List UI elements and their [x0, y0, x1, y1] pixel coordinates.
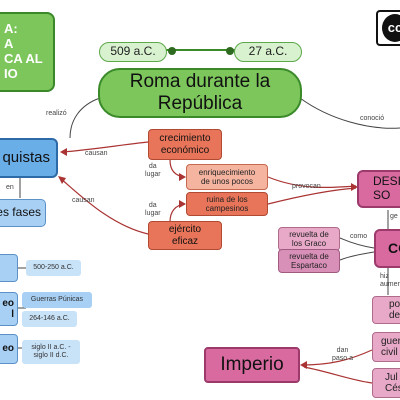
label-como: como: [350, 233, 368, 240]
ruina-node: ruina de los campesinos: [186, 192, 268, 216]
arrowhead-causan-bottom: [58, 176, 66, 184]
julio-cesar-node: Jul Cés: [372, 368, 400, 398]
cc-icon: cc: [382, 14, 400, 42]
crecimiento-node: crecimiento económico: [148, 129, 222, 160]
label-dalugar-bottom: da lugar: [145, 202, 161, 217]
title-box: A: A CA AL IO: [0, 12, 55, 92]
link-dalugar-bottom: [169, 203, 186, 223]
desigualdades-node: DESI SO: [357, 170, 400, 208]
arrowhead-provocan: [351, 183, 358, 191]
phase-3-date: siglo II a.C. - siglo II d.C.: [22, 340, 80, 364]
revuelta-gracos-node: revuelta de los Graco: [278, 227, 340, 251]
conquistas-node: quistas: [0, 138, 58, 178]
revuelta-espartaco-node: revuelta de Espartaco: [278, 249, 340, 273]
label-realizo: realizó: [46, 110, 67, 117]
phase-2-date: 264-146 a.C.: [22, 311, 77, 327]
imperio-node: Imperio: [204, 347, 300, 383]
label-causan-top: causan: [85, 150, 108, 157]
fases-node: es fases: [0, 199, 46, 227]
link-provocan-1: [267, 176, 357, 189]
link-conocio: [299, 97, 400, 129]
link-como: [339, 237, 375, 249]
title-line-4: IO: [4, 65, 18, 81]
link-dan-paso: [301, 349, 373, 366]
title-line-3: CA AL: [4, 51, 43, 66]
phase-1-node: [0, 254, 18, 282]
phase-2-event: Guerras Púnicas: [22, 292, 92, 308]
cc-badge: cc: [376, 10, 400, 46]
arrowhead-causan-top: [60, 148, 67, 156]
ejercito-node: ejército eficaz: [148, 221, 222, 250]
phase-3-node: eo: [0, 334, 18, 364]
central-topic: Roma durante la República: [98, 68, 302, 118]
label-causan-bottom: causan: [72, 197, 95, 204]
link-como-2: [339, 251, 375, 261]
poder-node: po de: [372, 296, 400, 324]
link-dan-paso-2: [303, 366, 373, 384]
label-dan-paso: dan paso a: [332, 347, 354, 362]
link-causan-top: [61, 141, 149, 153]
label-genera: ge: [390, 213, 398, 220]
label-hizo: hiz aumen: [380, 273, 400, 288]
enriquecimiento-node: enriquecimiento de unos pocos: [186, 164, 268, 190]
label-provocan: provocan: [292, 183, 321, 190]
link-provocan-2: [267, 187, 357, 205]
timeline-start-dot: [168, 47, 176, 55]
timeline-end: 27 a.C.: [234, 42, 302, 62]
phase-1-date: 500-250 a.C.: [26, 260, 81, 276]
arrowhead-dalugar-top: [179, 173, 186, 181]
label-conocio: conoció: [360, 115, 385, 122]
link-causan-bottom: [59, 177, 149, 235]
arrowhead-dalugar-bottom: [179, 200, 186, 208]
link-realizo: [69, 97, 101, 139]
phase-2-node: eo l: [0, 292, 18, 326]
guerras-civiles-node: guer civil: [372, 332, 400, 362]
label-en: en: [6, 184, 14, 191]
timeline-end-dot: [226, 47, 234, 55]
label-dalugar-top: da lugar: [145, 163, 161, 178]
crisis-node: CO: [374, 229, 400, 268]
link-dalugar-top: [169, 159, 186, 178]
title-line-2: A: [4, 36, 14, 52]
timeline-start: 509 a.C.: [99, 42, 167, 62]
title-line-1: A:: [4, 21, 18, 37]
